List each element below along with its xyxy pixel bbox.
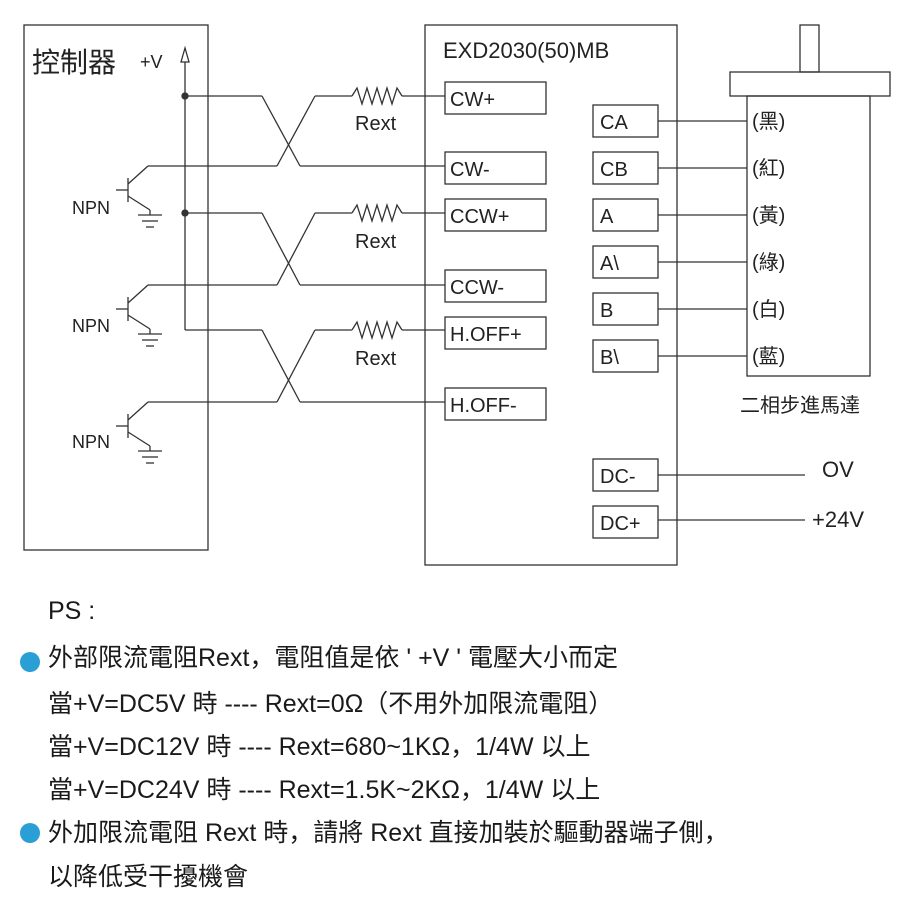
motor-wire-black: (黑) bbox=[752, 111, 785, 133]
terminal-ca: CA bbox=[600, 112, 628, 134]
rext-label-1: Rext bbox=[355, 113, 397, 135]
note-line-6: 以降低受干擾機會 bbox=[48, 863, 249, 891]
motor-wire-green: (綠) bbox=[752, 251, 785, 274]
power-24v-label: +24V bbox=[812, 507, 864, 532]
terminal-a: A bbox=[600, 206, 614, 228]
terminal-cb: CB bbox=[600, 159, 628, 181]
terminal-b-bar: B\ bbox=[600, 347, 619, 369]
note-line-3: 當+V=DC12V 時 ---- Rext=680~1KΩ，1/4W 以上 bbox=[48, 733, 591, 761]
motor-flange bbox=[729, 71, 891, 97]
motor-wire-red: (紅) bbox=[752, 157, 785, 180]
notes-ps: PS : bbox=[48, 597, 96, 625]
terminal-ccw-plus: CCW+ bbox=[450, 206, 509, 228]
controller-box bbox=[23, 24, 209, 551]
motor-wire-blue: (藍) bbox=[752, 345, 785, 368]
controller-title: 控制器 bbox=[32, 47, 116, 78]
terminal-cw-minus: CW- bbox=[450, 159, 490, 181]
terminal-dc-plus: DC+ bbox=[600, 513, 641, 535]
vplus-label: +V bbox=[140, 52, 163, 72]
motor-body bbox=[746, 95, 871, 377]
motor-wire-yellow: (黃) bbox=[752, 204, 785, 227]
note-line-4: 當+V=DC24V 時 ---- Rext=1.5K~2KΩ，1/4W 以上 bbox=[48, 776, 601, 804]
npn-label-2: NPN bbox=[72, 316, 110, 336]
wiring-diagram: 控制器 +V NPN NPN NPN Rext Rext Rext EXD203… bbox=[23, 24, 891, 566]
terminal-b: B bbox=[600, 300, 613, 322]
bullet-icon bbox=[20, 652, 40, 672]
terminal-hoff-minus: H.OFF- bbox=[450, 395, 517, 417]
rext-label-3: Rext bbox=[355, 348, 397, 370]
npn-transistor-2 bbox=[116, 284, 185, 347]
motor-label: 二相步進馬達 bbox=[740, 394, 860, 417]
npn-transistor-3 bbox=[116, 401, 185, 464]
terminal-dc-minus: DC- bbox=[600, 466, 636, 488]
bullet-icon bbox=[20, 823, 40, 843]
terminal-a-bar: A\ bbox=[600, 253, 619, 275]
npn-transistor-1 bbox=[116, 165, 185, 228]
terminal-hoff-plus: H.OFF+ bbox=[450, 324, 522, 346]
driver-box bbox=[424, 24, 678, 566]
rext-label-2: Rext bbox=[355, 231, 397, 253]
npn-label-3: NPN bbox=[72, 432, 110, 452]
note-line-1: 外部限流電阻Rext，電阻值是依 ' +V ' 電壓大小而定 bbox=[48, 644, 619, 672]
terminal-ccw-minus: CCW- bbox=[450, 277, 504, 299]
driver-title: EXD2030(50)MB bbox=[443, 38, 609, 63]
note-line-5: 外加限流電阻 Rext 時，請將 Rext 直接加裝於驅動器端子側， bbox=[48, 819, 729, 847]
motor-wire-white: (白) bbox=[752, 298, 785, 321]
note-line-2: 當+V=DC5V 時 ---- Rext=0Ω（不用外加限流電阻） bbox=[48, 690, 614, 718]
terminal-cw-plus: CW+ bbox=[450, 89, 495, 111]
npn-label-1: NPN bbox=[72, 198, 110, 218]
motor-shaft bbox=[799, 24, 820, 73]
power-ov-label: OV bbox=[822, 457, 854, 482]
